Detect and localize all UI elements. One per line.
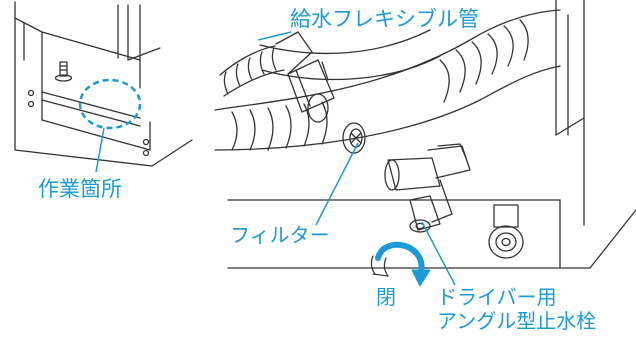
- work-area-label: 作業箇所: [38, 177, 122, 201]
- valve-label-line2: アングル型止水栓: [437, 309, 597, 333]
- drain-hose-drawing: [214, 9, 561, 151]
- angle-stop-valve-drawing: [384, 143, 524, 259]
- flexible-hose-label: 給水フレキシブル管: [290, 7, 479, 31]
- close-direction-arrow: [370, 241, 431, 287]
- flexible-hose-drawing: [219, 31, 335, 123]
- close-label: 閉: [376, 285, 396, 309]
- left-detail-view: [14, 1, 193, 167]
- callout-lines: [78, 31, 456, 286]
- cabinet-drawing: [227, 0, 636, 269]
- filter-label: フィルター: [230, 223, 330, 247]
- work-area-dashed-circle: [78, 78, 142, 130]
- valve-label-line1: ドライバー用: [437, 285, 557, 309]
- filter-drawing: [342, 122, 366, 154]
